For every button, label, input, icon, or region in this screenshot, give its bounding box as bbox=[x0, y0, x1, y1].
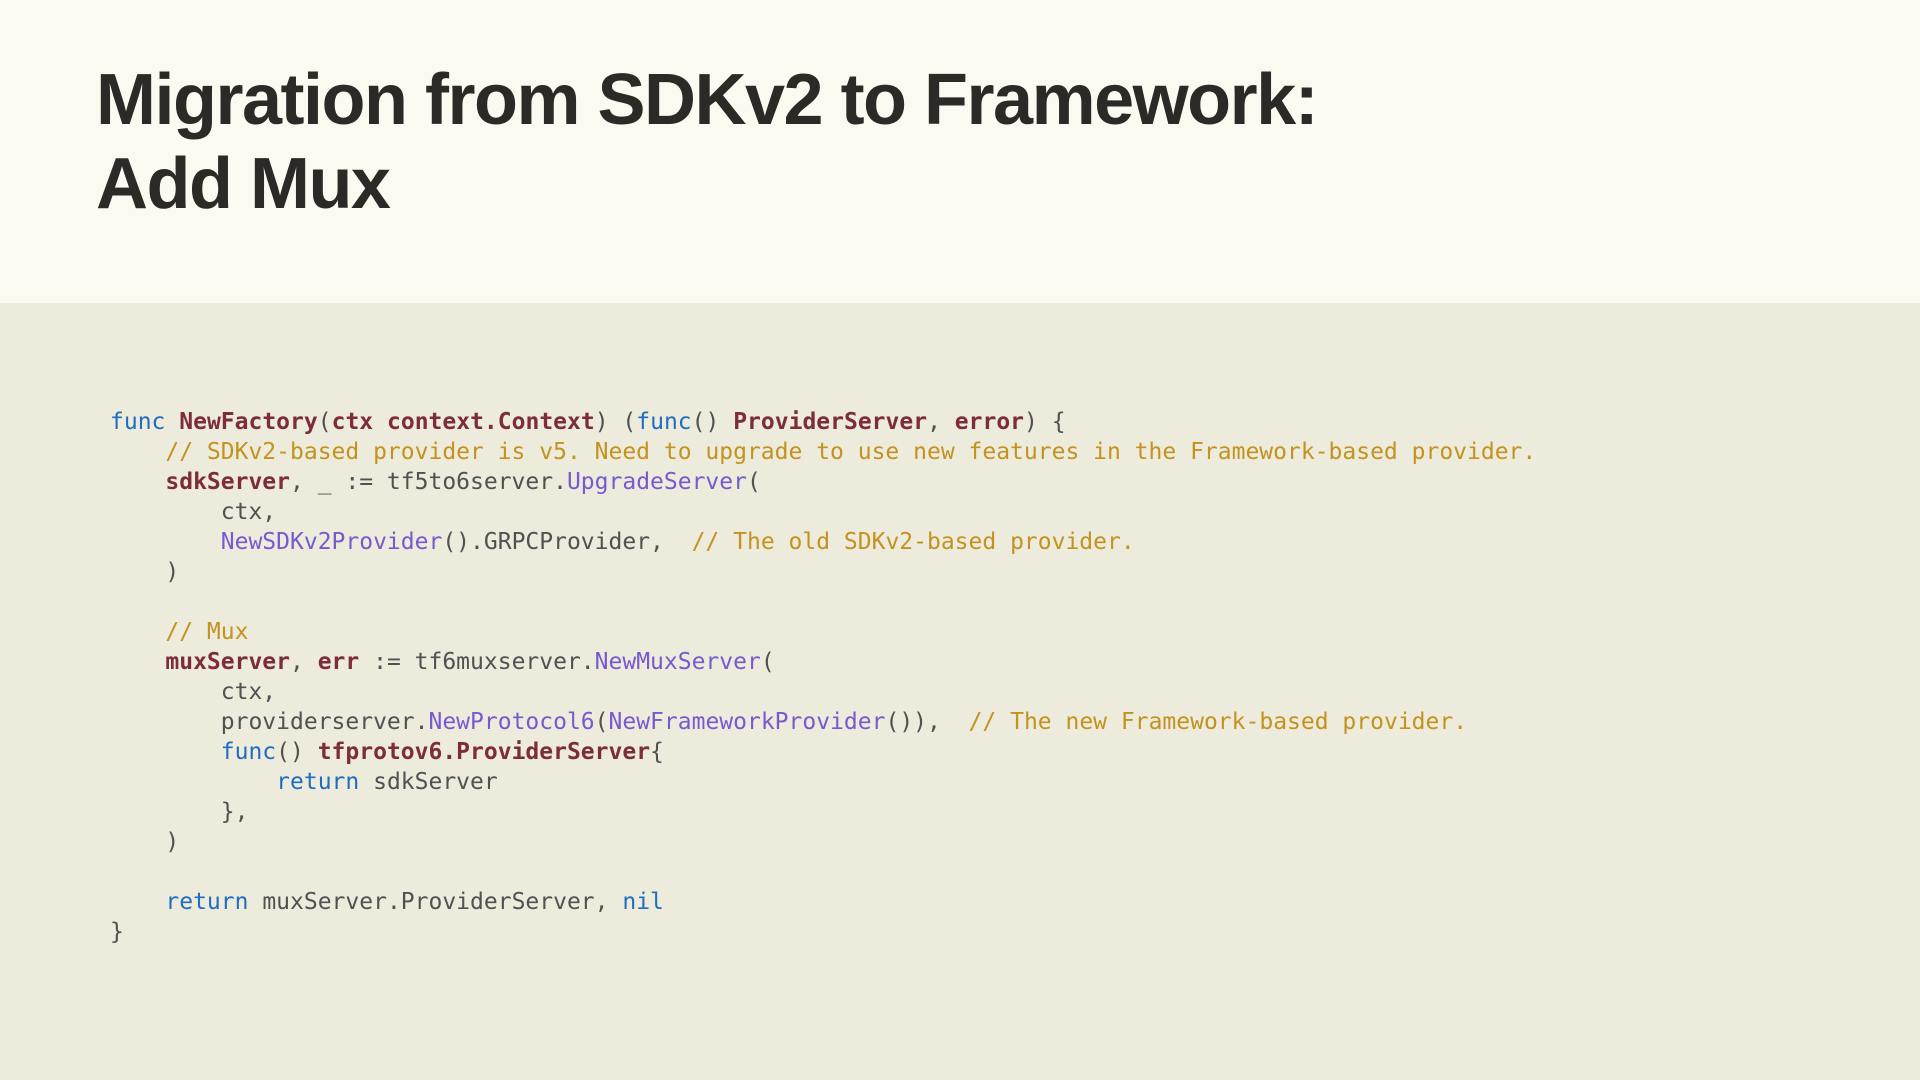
code-line: NewSDKv2Provider().GRPCProvider, // The … bbox=[110, 527, 1880, 557]
code-token: // The new Framework-based provider. bbox=[968, 709, 1468, 735]
code-line: }, bbox=[110, 797, 1880, 827]
title-section: Migration from SDKv2 to Framework:Add Mu… bbox=[0, 0, 1920, 303]
code-token: := tf6muxserver. bbox=[359, 649, 595, 675]
code-line: ) bbox=[110, 827, 1880, 857]
code-token: context.Context bbox=[387, 409, 595, 435]
code-token: ().GRPCProvider, bbox=[442, 529, 692, 555]
code-token bbox=[373, 409, 387, 435]
code-token: () bbox=[276, 739, 318, 765]
code-token: nil bbox=[622, 889, 664, 915]
title-line-2: Add Mux bbox=[96, 144, 391, 225]
code-section: func NewFactory(ctx context.Context) (fu… bbox=[0, 303, 1920, 1080]
code-token: ( bbox=[760, 649, 775, 675]
code-token: NewFrameworkProvider bbox=[608, 709, 886, 735]
code-token bbox=[165, 409, 179, 435]
code-token: sdkServer bbox=[359, 769, 498, 795]
code-line: // SDKv2-based provider is v5. Need to u… bbox=[110, 437, 1880, 467]
code-token: ()), bbox=[885, 709, 969, 735]
code-token: ProviderServer bbox=[733, 409, 928, 435]
code-token: // Mux bbox=[165, 619, 249, 645]
code-token: ) bbox=[165, 559, 180, 585]
code-token: error bbox=[954, 409, 1025, 435]
slide-title: Migration from SDKv2 to Framework:Add Mu… bbox=[96, 58, 1830, 226]
code-token: NewProtocol6 bbox=[428, 709, 595, 735]
code-token: ctx, bbox=[220, 679, 277, 705]
code-token: ( bbox=[594, 709, 609, 735]
code-token: ctx, bbox=[220, 499, 277, 525]
code-token: func bbox=[636, 409, 692, 435]
code-line: ctx, bbox=[110, 497, 1880, 527]
code-token: () bbox=[691, 409, 734, 435]
code-line: return muxServer.ProviderServer, nil bbox=[110, 887, 1880, 917]
title-line-1: Migration from SDKv2 to Framework: bbox=[96, 60, 1319, 140]
code-token: , bbox=[927, 409, 955, 435]
code-token: ) ( bbox=[594, 409, 637, 435]
code-line: func() tfprotov6.ProviderServer{ bbox=[110, 737, 1880, 767]
code-token: muxServer.ProviderServer, bbox=[248, 889, 623, 915]
code-token: func bbox=[110, 409, 166, 435]
code-line: ) bbox=[110, 557, 1880, 587]
code-token: NewFactory bbox=[179, 409, 318, 435]
code-token: ) { bbox=[1024, 409, 1066, 435]
code-token: err bbox=[317, 649, 360, 675]
code-token: return bbox=[165, 889, 249, 915]
code-token: NewMuxServer bbox=[594, 649, 761, 675]
code-block: func NewFactory(ctx context.Context) (fu… bbox=[110, 407, 1880, 947]
code-line: ctx, bbox=[110, 677, 1880, 707]
code-token: ctx bbox=[331, 409, 374, 435]
code-token: return bbox=[276, 769, 360, 795]
code-token: ( bbox=[317, 409, 332, 435]
code-line: // Mux bbox=[110, 617, 1880, 647]
code-token: , _ := tf5to6server. bbox=[290, 469, 567, 495]
code-line bbox=[110, 857, 1880, 887]
code-line: } bbox=[110, 917, 1880, 947]
code-token: ( bbox=[746, 469, 761, 495]
code-token: providerserver. bbox=[220, 709, 429, 735]
code-token: // The old SDKv2-based provider. bbox=[691, 529, 1135, 555]
code-line: func NewFactory(ctx context.Context) (fu… bbox=[110, 407, 1880, 437]
code-token: sdkServer bbox=[165, 469, 290, 495]
code-token: , bbox=[290, 649, 318, 675]
code-token: // SDKv2-based provider is v5. Need to u… bbox=[165, 439, 1537, 465]
code-line: return sdkServer bbox=[110, 767, 1880, 797]
code-line: providerserver.NewProtocol6(NewFramework… bbox=[110, 707, 1880, 737]
code-line: muxServer, err := tf6muxserver.NewMuxSer… bbox=[110, 647, 1880, 677]
code-token: { bbox=[650, 739, 664, 765]
code-token: } bbox=[110, 919, 124, 945]
code-token: NewSDKv2Provider bbox=[220, 529, 443, 555]
code-line bbox=[110, 587, 1880, 617]
code-token: ) bbox=[165, 829, 180, 855]
code-token: tfprotov6.ProviderServer bbox=[317, 739, 651, 765]
code-token: }, bbox=[220, 799, 249, 825]
code-line: sdkServer, _ := tf5to6server.UpgradeServ… bbox=[110, 467, 1880, 497]
code-token: UpgradeServer bbox=[566, 469, 747, 495]
code-token: muxServer bbox=[165, 649, 290, 675]
code-token: func bbox=[220, 739, 277, 765]
